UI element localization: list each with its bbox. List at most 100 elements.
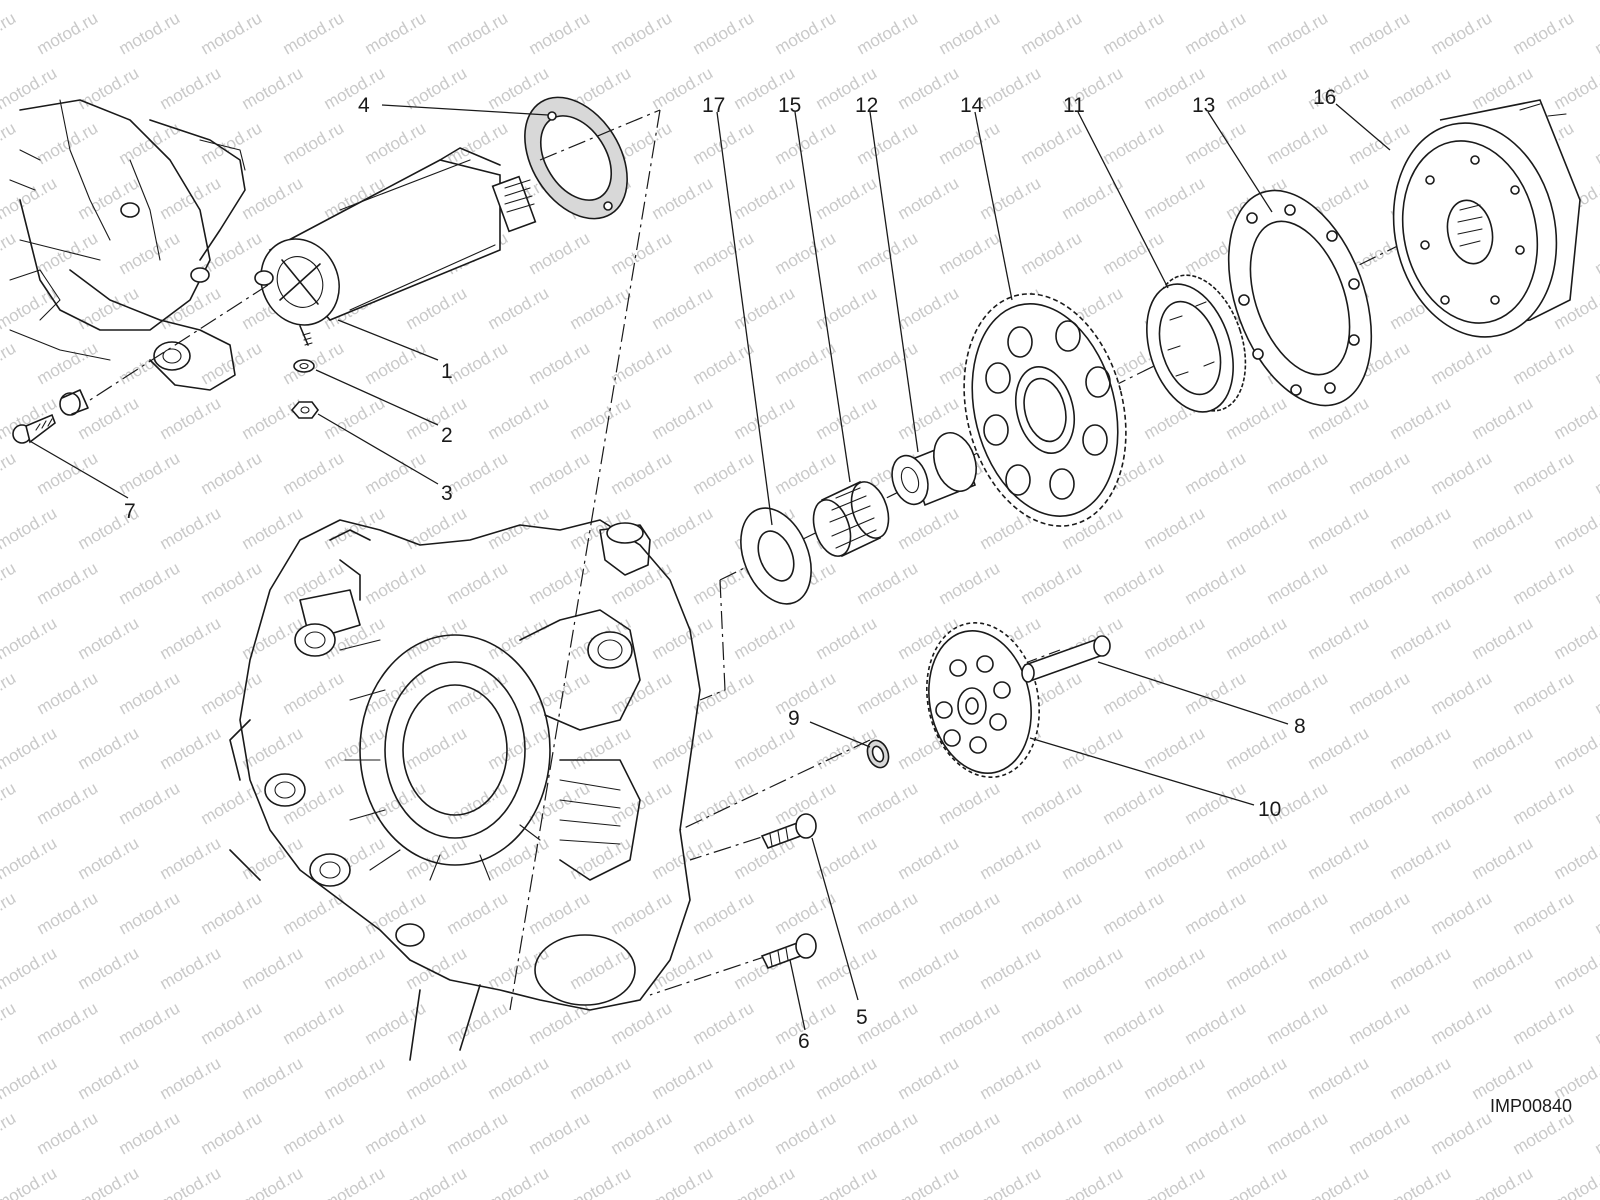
watermark-text: motod.ru	[75, 943, 143, 993]
watermark-text: motod.ru	[1141, 0, 1209, 3]
watermark-text: motod.ru	[1059, 833, 1127, 883]
watermark-text: motod.ru	[0, 503, 60, 553]
watermark-text: motod.ru	[649, 943, 717, 993]
watermark-text: motod.ru	[0, 118, 19, 168]
watermark-text: motod.ru	[1510, 888, 1578, 938]
watermark-text: motod.ru	[280, 888, 348, 938]
callout-1: 1	[441, 360, 453, 383]
watermark-text: motod.ru	[75, 0, 143, 3]
watermark-text: motod.ru	[198, 1108, 266, 1158]
watermark-text: motod.ru	[1182, 998, 1250, 1048]
watermark-text: motod.ru	[813, 283, 881, 333]
watermark-text: motod.ru	[485, 393, 553, 443]
watermark-text: motod.ru	[1059, 723, 1127, 773]
callout-labels: 4 1 2 3 7 17 15 12 14 11 13 16 9 8 10 5 …	[124, 86, 1336, 1053]
watermark-text: motod.ru	[936, 118, 1004, 168]
watermark-text: motod.ru	[1387, 503, 1455, 553]
watermark-text: motod.ru	[936, 888, 1004, 938]
watermark-text: motod.ru	[1592, 888, 1600, 938]
watermark-text: motod.ru	[1592, 448, 1600, 498]
watermark-text: motod.ru	[362, 8, 430, 58]
watermark-text: motod.ru	[649, 723, 717, 773]
watermark-text: motod.ru	[1100, 1108, 1168, 1158]
watermark-text: motod.ru	[1305, 833, 1373, 883]
watermark-text: motod.ru	[1223, 613, 1291, 663]
watermark-text: motod.ru	[813, 1053, 881, 1103]
watermark-text: motod.ru	[1223, 833, 1291, 883]
watermark-text: motod.ru	[1223, 0, 1291, 3]
watermark-text: motod.ru	[854, 8, 922, 58]
watermark-text: motod.ru	[854, 118, 922, 168]
watermark-text: motod.ru	[116, 118, 184, 168]
watermark-text: motod.ru	[362, 558, 430, 608]
watermark-text: motod.ru	[0, 833, 60, 883]
watermark-text: motod.ru	[403, 63, 471, 113]
watermark-text: motod.ru	[239, 173, 307, 223]
watermark-text: motod.ru	[649, 503, 717, 553]
watermark-text: motod.ru	[895, 1163, 963, 1200]
callout-6: 6	[798, 1030, 810, 1053]
freewheel-11	[1146, 274, 1247, 413]
watermark-text: motod.ru	[1510, 448, 1578, 498]
watermark-text: motod.ru	[1551, 503, 1600, 553]
watermark-text: motod.ru	[1346, 888, 1414, 938]
watermark-text: motod.ru	[198, 668, 266, 718]
watermark-text: motod.ru	[157, 833, 225, 883]
leader-lines	[27, 103, 1391, 1031]
watermark-text: motod.ru	[157, 723, 225, 773]
watermark-text: motod.ru	[1264, 448, 1332, 498]
watermark-text: motod.ru	[936, 778, 1004, 828]
watermark-text: motod.ru	[239, 0, 307, 3]
watermark-text: motod.ru	[813, 613, 881, 663]
watermark-text: motod.ru	[813, 173, 881, 223]
watermark-text: motod.ru	[1059, 1053, 1127, 1103]
watermark-text: motod.ru	[1264, 558, 1332, 608]
watermark-text: motod.ru	[567, 723, 635, 773]
watermark-text: motod.ru	[198, 558, 266, 608]
watermark-text: motod.ru	[1551, 613, 1600, 663]
watermark-text: motod.ru	[526, 338, 594, 388]
watermark-text: motod.ru	[1264, 118, 1332, 168]
watermark-text: motod.ru	[526, 1108, 594, 1158]
watermark-text: motod.ru	[1141, 173, 1209, 223]
watermark-text: motod.ru	[1346, 8, 1414, 58]
watermark-text: motod.ru	[403, 283, 471, 333]
watermark-text: motod.ru	[608, 228, 676, 278]
watermark-text: motod.ru	[403, 833, 471, 883]
watermark-text: motod.ru	[0, 1108, 19, 1158]
watermark-text: motod.ru	[854, 1108, 922, 1158]
watermark-text: motod.ru	[1264, 998, 1332, 1048]
callout-9: 9	[788, 707, 800, 730]
watermark-text: motod.ru	[280, 668, 348, 718]
watermark-text: motod.ru	[1264, 8, 1332, 58]
watermark-text: motod.ru	[1428, 448, 1496, 498]
watermark-text: motod.ru	[321, 1053, 389, 1103]
watermark-text: motod.ru	[895, 63, 963, 113]
watermark-text: motod.ru	[1059, 173, 1127, 223]
watermark-text: motod.ru	[690, 998, 758, 1048]
watermark-text: motod.ru	[1018, 888, 1086, 938]
watermark-text: motod.ru	[157, 283, 225, 333]
watermark-text: motod.ru	[444, 668, 512, 718]
watermark-text: motod.ru	[1387, 943, 1455, 993]
watermark-text: motod.ru	[280, 1108, 348, 1158]
watermark-text: motod.ru	[772, 338, 840, 388]
watermark-text: motod.ru	[1100, 998, 1168, 1048]
watermark-text: motod.ru	[116, 228, 184, 278]
watermark-text: motod.ru	[116, 1108, 184, 1158]
watermark-text: motod.ru	[1305, 723, 1373, 773]
watermark-text: motod.ru	[772, 118, 840, 168]
watermark-text: motod.ru	[977, 0, 1045, 3]
starter-gear-14	[963, 293, 1127, 527]
watermark-text: motod.ru	[1018, 8, 1086, 58]
watermark-text: motod.ru	[1551, 393, 1600, 443]
watermark-text: motod.ru	[895, 0, 963, 3]
watermark-text: motod.ru	[34, 338, 102, 388]
watermark-text: motod.ru	[608, 8, 676, 58]
watermark-text: motod.ru	[34, 1108, 102, 1158]
watermark-text: motod.ru	[772, 8, 840, 58]
watermark-text: motod.ru	[403, 393, 471, 443]
watermark-text: motod.ru	[75, 63, 143, 113]
callout-17: 17	[702, 94, 725, 117]
watermark-text: motod.ru	[444, 778, 512, 828]
